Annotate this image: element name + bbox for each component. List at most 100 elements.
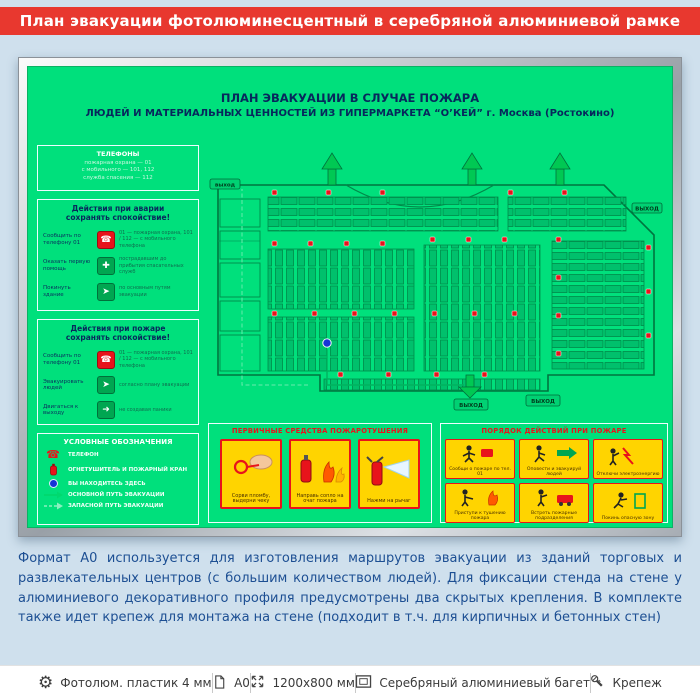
- phones-line: с мобильного — 101, 112: [81, 167, 155, 174]
- shelving-blocks: [267, 196, 645, 391]
- reserve-route-icon: [43, 502, 63, 510]
- spec-dimensions-label: 1200х800 мм: [272, 676, 355, 690]
- fire-procedure-title: ПОРЯДОК ДЕЙСТВИЙ ПРИ ПОЖАРЕ: [481, 427, 627, 435]
- accident-title: Действия при аварии сохранять спокойстви…: [43, 204, 193, 223]
- legend-label: ОСНОВНОЙ ПУТЬ ЭВАКУАЦИИ: [68, 492, 165, 498]
- board-left-column: ТЕЛЕФОНЫ пожарная охрана — 01 с мобильно…: [37, 145, 199, 525]
- board-title-line2: ЛЮДЕЙ И МАТЕРИАЛЬНЫХ ЦЕННОСТЕЙ ИЗ ГИПЕРМ…: [85, 108, 615, 119]
- legend-label: ОГНЕТУШИТЕЛЬ И ПОЖАРНЫЙ КРАН: [68, 466, 188, 473]
- first-aid-icon: ✚: [97, 257, 115, 275]
- fire-title: Действия при пожаре сохранять спокойстви…: [43, 324, 193, 343]
- exit-icon: ➤: [97, 282, 115, 301]
- extinguisher-icon: [43, 463, 63, 476]
- frame-icon: [355, 674, 372, 692]
- card-caption: Сорви пломбу, выдерни чеку: [231, 492, 271, 505]
- board-title-line1: ПЛАН ЭВАКУАЦИИ В СЛУЧАЕ ПОЖАРА: [220, 91, 480, 105]
- legend-label: ЗАПАСНОЙ ПУТЬ ЭВАКУАЦИИ: [68, 503, 164, 509]
- instruction-card: Сорви пломбу, выдерни чеку: [220, 439, 282, 509]
- phone-icon: ☎: [46, 448, 60, 461]
- spec-format: А0: [212, 674, 250, 693]
- card-caption: Направь сопло на очаг пожара: [296, 492, 344, 505]
- card-caption: Оповести и эвакуируй людей: [526, 466, 582, 477]
- action-note: по основным путям эвакуации: [119, 285, 171, 298]
- spec-frame: Серебряный алюминиевый багет: [355, 674, 590, 692]
- spec-material-label: Фотолюм. пластик 4 мм: [60, 676, 212, 690]
- action-label: Сообщить по телефону 01: [43, 352, 81, 366]
- exit-label: ВЫХОД: [531, 399, 555, 405]
- accident-title-line2: сохранять спокойствие!: [65, 213, 171, 223]
- action-note: пострадавшим до прибытия спасательных сл…: [119, 256, 184, 276]
- action-label: Эвакуировать людей: [43, 378, 84, 392]
- exit-label: ВЫХОД: [635, 207, 659, 213]
- action-note: 01 — пожарная охрана, 101 / 112 — с моби…: [119, 229, 193, 249]
- extinguisher-cards: Сорви пломбу, выдерни чеку Направь сопло…: [213, 439, 427, 509]
- evacuation-board: ПЛАН ЭВАКУАЦИИ В СЛУЧАЕ ПОЖАРА ЛЮДЕЙ И М…: [27, 66, 673, 528]
- action-row: Двигаться к выходу ➜ не создавая паники: [43, 401, 193, 420]
- action-row: Сообщить по телефону 01 ☎ 01 — пожарная …: [43, 350, 193, 370]
- spec-material: ⚙ Фотолюм. пластик 4 мм: [38, 672, 212, 693]
- screw-icon: [590, 674, 605, 692]
- emergency-phones-box: ТЕЛЕФОНЫ пожарная охрана — 01 с мобильно…: [37, 145, 199, 191]
- specs-bar: ⚙ Фотолюм. пластик 4 мм А0 1200х800 мм С…: [0, 665, 700, 700]
- instruction-card: Встреть пожарные подразделения: [519, 483, 589, 523]
- spec-mounting-label: Крепеж: [612, 676, 662, 690]
- evacuate-icon: ➤: [97, 376, 115, 395]
- exit-arrows: [321, 152, 571, 399]
- legend-row: ☎ ТЕЛЕФОН: [43, 449, 193, 460]
- service-rooms: [219, 198, 261, 372]
- gear-icon: ⚙: [38, 672, 54, 693]
- exit-label: ВЫХОД: [459, 403, 483, 409]
- building-outline: [217, 184, 655, 392]
- legend-row: ОГНЕТУШИТЕЛЬ И ПОЖАРНЫЙ КРАН: [43, 463, 193, 476]
- card-caption: Покинь опасную зону: [601, 515, 655, 521]
- extinguish-fire-illustration: [446, 484, 514, 511]
- power-off-illustration: [594, 440, 662, 472]
- extinguisher-panel: ПЕРВИЧНЫЕ СРЕДСТВА ПОЖАРОТУШЕНИЯ Сорви п…: [208, 423, 432, 523]
- legend-row: ЗАПАСНОЙ ПУТЬ ЭВАКУАЦИИ: [43, 502, 193, 510]
- dimensions-icon: [250, 674, 265, 692]
- action-note: 01 — пожарная охрана, 101 / 112 — с моби…: [119, 349, 193, 369]
- instruction-card: Нажми на рычаг: [358, 439, 420, 509]
- instruction-card: Приступи к тушению пожара: [445, 483, 515, 523]
- instruction-card: Направь сопло на очаг пожара: [289, 439, 351, 509]
- product-description: Формат А0 используется для изготовления …: [18, 551, 682, 626]
- phones-title: ТЕЛЕФОНЫ: [96, 150, 140, 158]
- leave-danger-zone-illustration: [594, 484, 662, 516]
- card-caption: Сообщи о пожаре по тел. 01: [449, 466, 511, 477]
- meet-firefighters-illustration: [520, 484, 588, 511]
- fire-procedure-panel: ПОРЯДОК ДЕЙСТВИЙ ПРИ ПОЖАРЕ Сообщи о пож…: [440, 423, 668, 523]
- accident-actions-box: Действия при аварии сохранять спокойстви…: [37, 199, 199, 311]
- exit-icon: ➜: [97, 401, 115, 420]
- action-row: Эвакуировать людей ➤ согласно плану эвак…: [43, 376, 193, 395]
- you-are-here-icon: [43, 479, 63, 488]
- instruction-card: Отключи электроэнергию: [593, 439, 663, 479]
- divider: [354, 673, 356, 693]
- spec-mounting: Крепеж: [590, 674, 662, 692]
- fire-title-line1: Действия при пожаре: [70, 324, 166, 333]
- divider: [211, 673, 213, 693]
- fire-title-line2: сохранять спокойствие!: [65, 333, 171, 343]
- card-caption: Встреть пожарные подразделения: [530, 510, 578, 521]
- spec-format-label: А0: [234, 676, 250, 690]
- exit-label: выход: [215, 183, 236, 189]
- action-row: Сообщить по телефону 01 ☎ 01 — пожарная …: [43, 230, 193, 250]
- phones-line: пожарная охрана — 01: [84, 160, 152, 166]
- phones-line: служба спасения — 112: [83, 174, 153, 181]
- legend-box: УСЛОВНЫЕ ОБОЗНАЧЕНИЯ ☎ ТЕЛЕФОН ОГНЕТУШИТ…: [37, 433, 199, 525]
- action-note: согласно плану эвакуации: [119, 382, 190, 388]
- main-route-icon: [43, 491, 63, 499]
- aim-nozzle-illustration: [291, 441, 349, 494]
- floor-plan: выход ВЫХОД ВЫХОД ВЫХОД: [209, 152, 663, 411]
- card-caption: Нажми на рычаг: [367, 498, 411, 505]
- product-image-frame[interactable]: ПЛАН ЭВАКУАЦИИ В СЛУЧАЕ ПОЖАРА ЛЮДЕЙ И М…: [18, 57, 682, 537]
- card-caption: Приступи к тушению пожара: [454, 510, 506, 521]
- extinguisher-panel-title: ПЕРВИЧНЫЕ СРЕДСТВА ПОЖАРОТУШЕНИЯ: [231, 427, 409, 435]
- reserve-evacuation-route: [241, 189, 308, 386]
- legend-label: ВЫ НАХОДИТЕСЬ ЗДЕСЬ: [68, 480, 146, 487]
- legend-label: ТЕЛЕФОН: [68, 451, 99, 458]
- accident-title-line1: Действия при аварии: [71, 204, 165, 213]
- pull-pin-illustration: [222, 441, 280, 494]
- legend-title: УСЛОВНЫЕ ОБОЗНАЧЕНИЯ: [63, 438, 173, 446]
- divider: [589, 673, 591, 693]
- spec-frame-label: Серебряный алюминиевый багет: [379, 676, 590, 690]
